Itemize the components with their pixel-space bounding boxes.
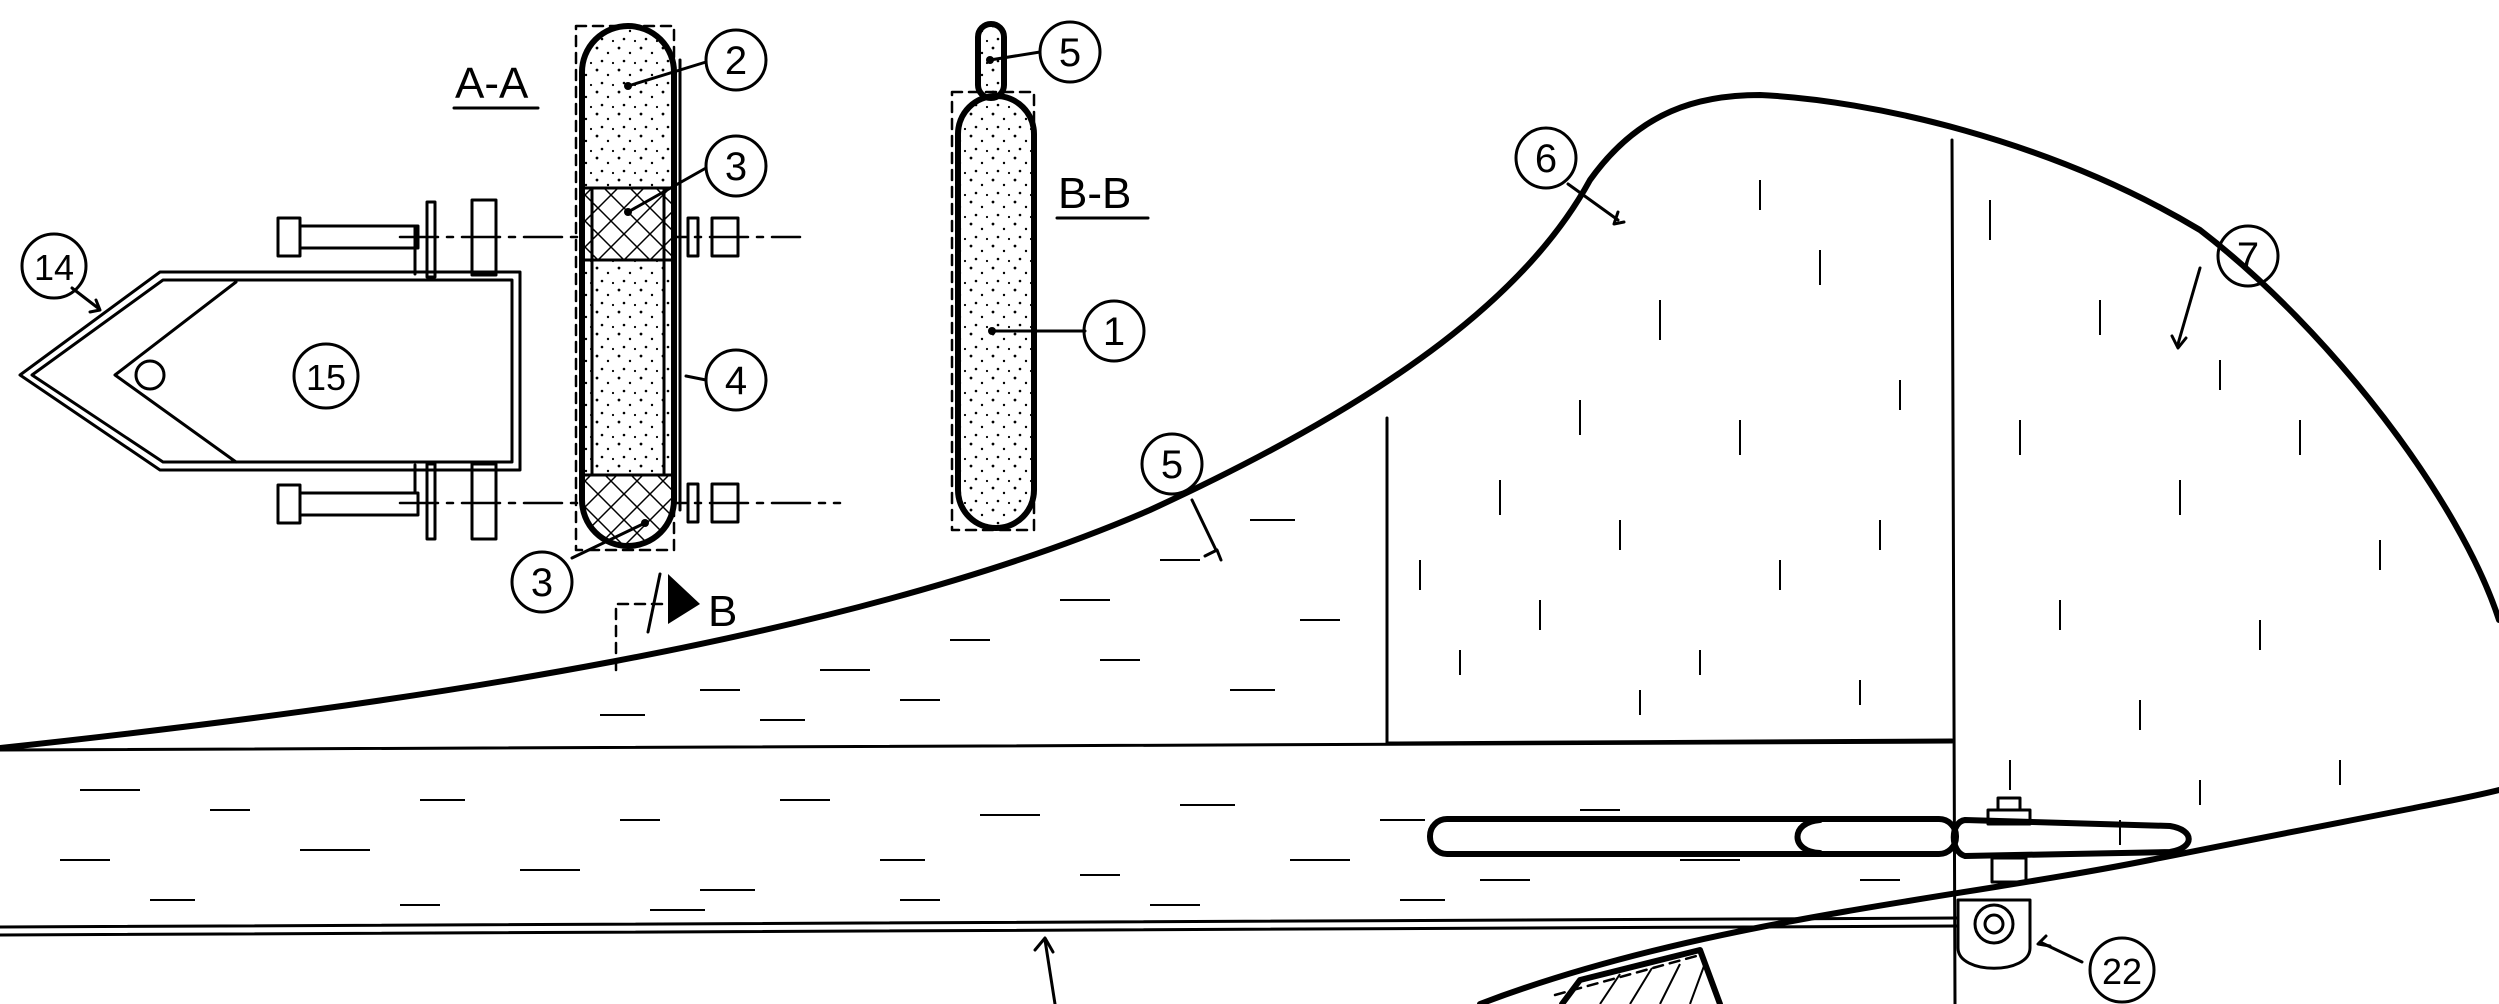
leader-lines xyxy=(70,50,2202,1004)
callout-3-bottom: 3 xyxy=(510,550,574,614)
svg-text:5: 5 xyxy=(1161,443,1183,487)
hinge-assembly xyxy=(1427,796,2192,1004)
svg-text:5: 5 xyxy=(1059,31,1081,75)
section-arrow-b-label: B xyxy=(708,587,737,636)
section-b-b xyxy=(950,21,1037,532)
section-arrow-b xyxy=(614,572,700,672)
section-label-aa-text: A-A xyxy=(455,59,529,108)
section-label-a-a: A-A xyxy=(452,59,540,110)
fin-outline xyxy=(0,92,2499,1004)
svg-text:7: 7 xyxy=(2237,235,2259,279)
svg-text:2: 2 xyxy=(725,39,747,83)
svg-text:3: 3 xyxy=(725,145,747,189)
callout-6: 6 xyxy=(1514,126,1578,190)
svg-text:4: 4 xyxy=(725,359,747,403)
section-label-b-b: B-B xyxy=(1055,169,1150,220)
part-14-15 xyxy=(18,270,522,472)
svg-text:22: 22 xyxy=(2102,951,2142,992)
callout-4: 4 xyxy=(704,348,768,412)
callout-3-top: 3 xyxy=(704,134,768,198)
svg-text:1: 1 xyxy=(1103,310,1125,354)
callout-1: 1 xyxy=(1082,299,1146,363)
svg-text:6: 6 xyxy=(1535,137,1557,181)
callout-5-wing: 5 xyxy=(1140,432,1204,496)
callout-15: 15 xyxy=(292,342,360,410)
section-a-a xyxy=(574,23,682,552)
svg-text:15: 15 xyxy=(306,357,346,398)
svg-text:3: 3 xyxy=(531,561,553,605)
wood-grain xyxy=(60,180,2381,911)
callout-7: 7 xyxy=(2216,224,2280,288)
callout-22: 22 xyxy=(2088,936,2156,1004)
callout-14: 14 xyxy=(20,232,88,300)
svg-text:14: 14 xyxy=(34,247,74,288)
callout-2: 2 xyxy=(704,28,768,92)
bolts xyxy=(276,198,842,541)
callout-5-top: 5 xyxy=(1038,20,1102,84)
section-label-bb-text: B-B xyxy=(1058,169,1131,218)
